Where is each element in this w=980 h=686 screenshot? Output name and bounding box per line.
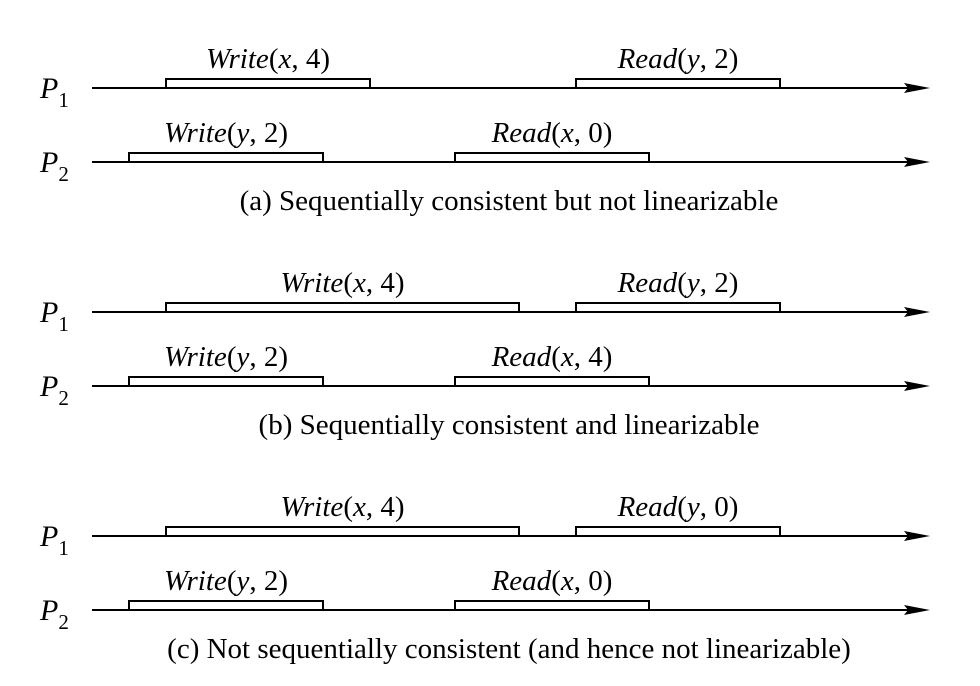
timeline-p2-arrowhead xyxy=(904,157,930,167)
p1-read-label: Read(y, 2) xyxy=(617,43,739,75)
process-label-p2: P2 xyxy=(39,370,69,410)
p2-write-bar xyxy=(128,376,324,387)
p2-write-bar xyxy=(128,600,324,611)
process-label-p2: P2 xyxy=(39,594,69,634)
p1-write-bar xyxy=(165,302,520,313)
p1-read-label: Read(y, 2) xyxy=(617,267,739,299)
p2-read-label: Read(x, 0) xyxy=(491,565,613,597)
p2-read-bar xyxy=(454,376,650,387)
p1-read-bar xyxy=(575,302,781,313)
p1-read-bar xyxy=(575,78,781,89)
process-label-p1: P1 xyxy=(39,520,69,560)
p2-read-label: Read(x, 4) xyxy=(491,341,613,373)
p2-write-label: Write(y, 2) xyxy=(164,565,288,597)
timeline-p1-arrowhead xyxy=(904,307,930,317)
process-label-p1: P1 xyxy=(39,72,69,112)
caption-c: (c) Not sequentially consistent (and hen… xyxy=(167,633,851,665)
timeline-p2-arrowhead xyxy=(904,605,930,615)
p1-write-bar xyxy=(165,78,371,89)
p2-read-label: Read(x, 0) xyxy=(491,117,613,149)
p2-write-label: Write(y, 2) xyxy=(164,117,288,149)
p2-read-bar xyxy=(454,152,650,163)
timeline-p2-arrowhead xyxy=(904,381,930,391)
process-label-p2: P2 xyxy=(39,146,69,186)
p1-write-bar xyxy=(165,526,520,537)
timeline-p1-arrowhead xyxy=(904,83,930,93)
caption-b: (b) Sequentially consistent and lineariz… xyxy=(259,409,760,441)
p2-write-bar xyxy=(128,152,324,163)
p1-write-label: Write(x, 4) xyxy=(280,267,404,299)
p2-read-bar xyxy=(454,600,650,611)
caption-a: (a) Sequentially consistent but not line… xyxy=(240,185,779,217)
timeline-p1-arrowhead xyxy=(904,531,930,541)
p1-read-label: Read(y, 0) xyxy=(617,491,739,523)
process-label-p1: P1 xyxy=(39,296,69,336)
p1-write-label: Write(x, 4) xyxy=(206,43,330,75)
p2-write-label: Write(y, 2) xyxy=(164,341,288,373)
p1-read-bar xyxy=(575,526,781,537)
p1-write-label: Write(x, 4) xyxy=(280,491,404,523)
